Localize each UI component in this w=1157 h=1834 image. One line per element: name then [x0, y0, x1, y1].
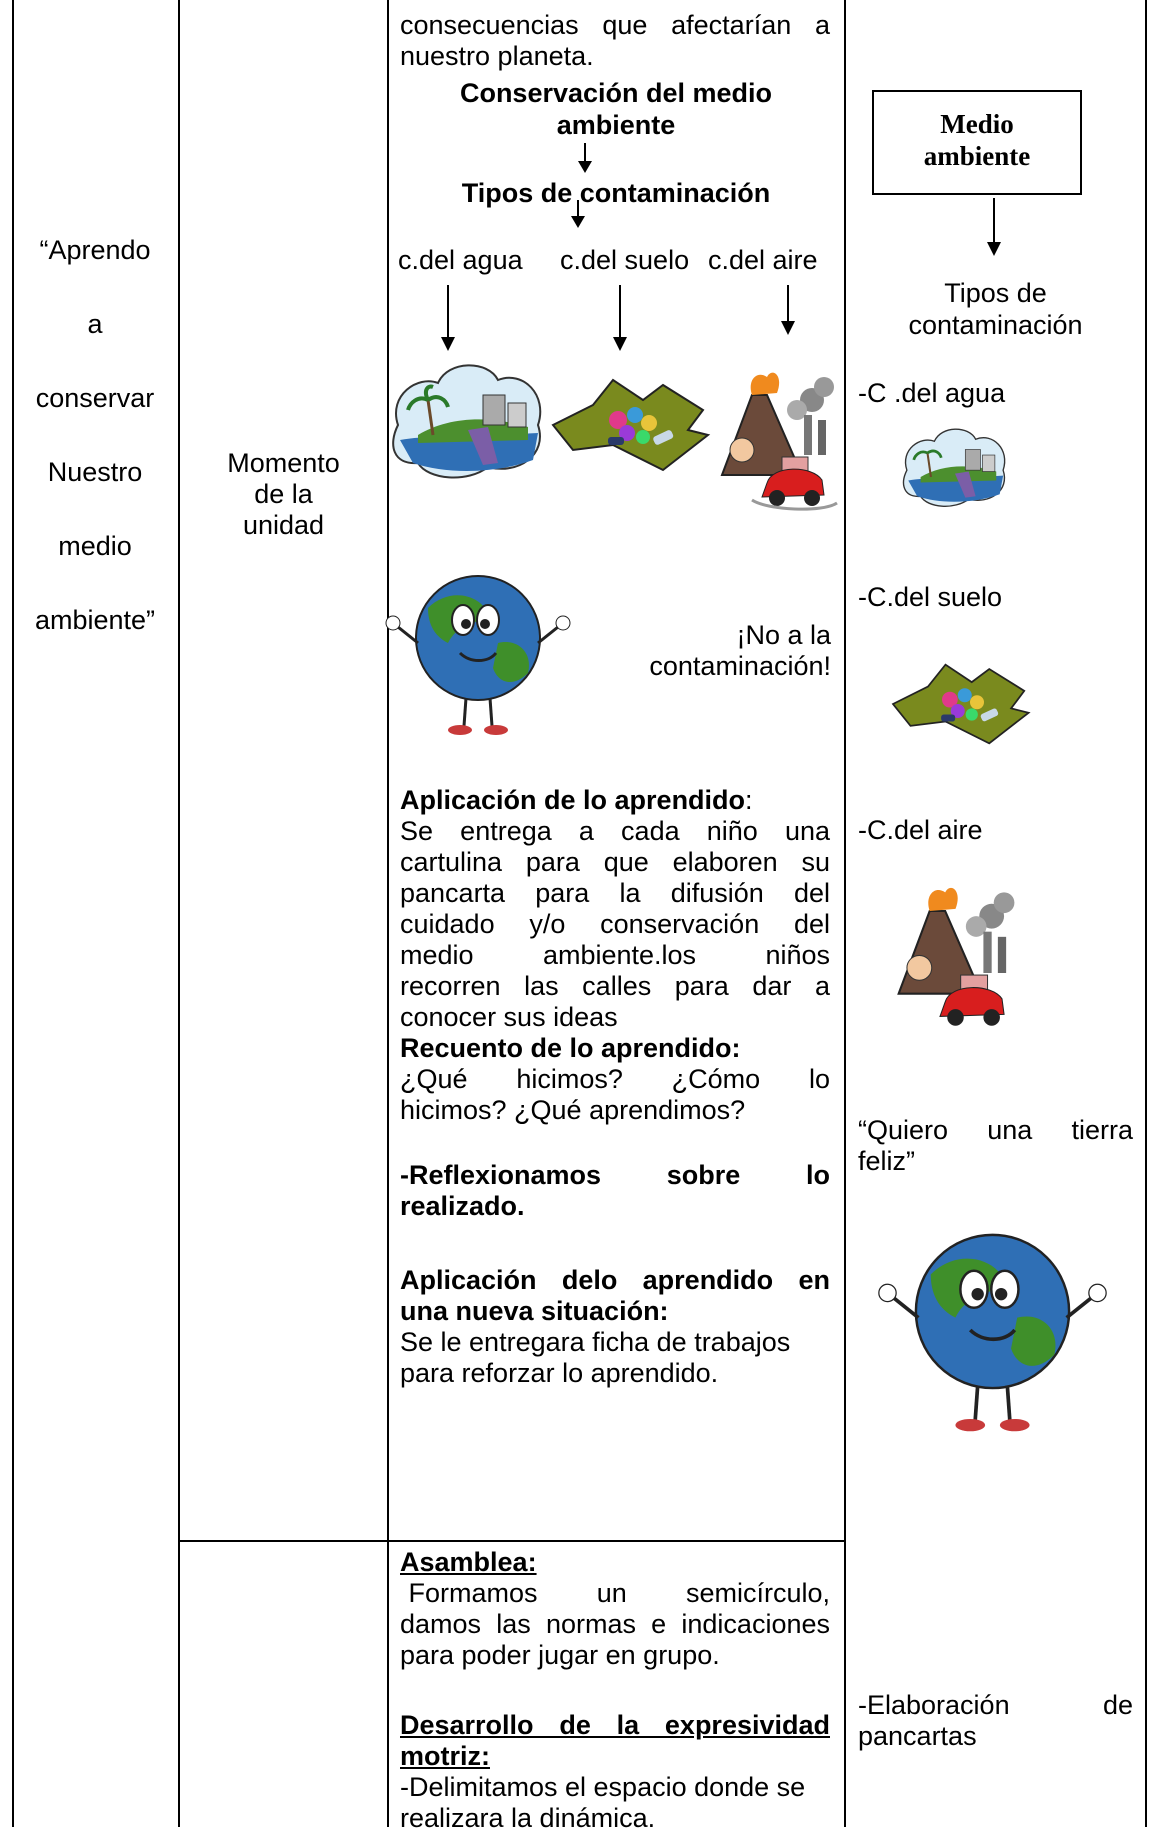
aplicacion-title: Aplicación de lo aprendido — [400, 785, 746, 815]
c-suelo-label: c.del suelo — [560, 245, 690, 275]
desarrollo-heading: Desarrollo de la expresividad — [400, 1710, 830, 1740]
unit-title-line: conservar — [35, 383, 155, 413]
desarrollo-heading: motriz: — [400, 1741, 490, 1771]
no-contaminacion-text: ¡No a la — [736, 620, 831, 650]
tipos-heading: Tipos de contaminación — [461, 178, 771, 208]
quiero-text: “Quiero una tierra — [858, 1115, 1133, 1145]
aplicacion-colon: : — [745, 785, 753, 815]
tipos-contaminacion-label: Tipos de — [944, 278, 1047, 308]
unit-title-line: Nuestro — [47, 457, 143, 487]
nueva-situacion-text: Se le entregara ficha de trabajos — [400, 1327, 791, 1357]
aplicacion-line: recorren las calles para dar a — [400, 971, 830, 1001]
box-title-line: Medio — [940, 109, 1014, 139]
c-agua-item: -C .del agua — [858, 378, 1006, 408]
c-aire-item: -C.del aire — [858, 815, 983, 845]
happy-earth-image — [878, 1233, 1107, 1432]
air-pollution-image — [897, 887, 1015, 1026]
aplicacion-line: cartulina para que elaboren su — [400, 847, 830, 877]
quiero-text: feliz” — [858, 1146, 916, 1176]
nueva-situacion-heading: una nueva situación: — [400, 1296, 669, 1326]
unit-title-line: ambiente” — [34, 605, 156, 635]
column-divider-2 — [387, 0, 389, 1827]
moment-label-line: unidad — [242, 510, 325, 540]
soil-pollution-image — [891, 663, 1031, 745]
soil-pollution-image — [551, 378, 711, 472]
asamblea-line: Formamos un semicírculo, — [400, 1578, 830, 1608]
arrow-down-icon — [781, 285, 795, 335]
tipos-contaminacion-label: contaminación — [908, 310, 1083, 340]
elaboracion-text: -Elaboración de — [858, 1690, 1133, 1720]
asamblea-line: damos las normas e indicaciones — [400, 1609, 830, 1639]
recuento-line: ¿Qué hicimos? ¿Cómo lo — [400, 1064, 830, 1094]
desarrollo-text: -Delimitamos el espacio donde se — [400, 1772, 806, 1802]
medio-ambiente-box: Medio ambiente — [872, 90, 1082, 195]
aplicacion-line: conocer sus ideas — [400, 1002, 618, 1032]
c-suelo-item: -C.del suelo — [858, 582, 1003, 612]
arrow-down-icon — [441, 285, 455, 351]
reflexionamos-line: -Reflexionamos sobre lo — [400, 1160, 830, 1190]
arrow-down-icon — [613, 285, 627, 351]
aplicacion-line: medio ambiente.los niños — [400, 940, 830, 970]
aplicacion-heading: Aplicación de lo aprendido: — [400, 785, 753, 816]
happy-earth-image — [385, 575, 571, 735]
intro-text-line: nuestro planeta. — [400, 41, 594, 71]
recuento-line: hicimos? ¿Qué aprendimos? — [400, 1095, 746, 1125]
nueva-situacion-text: para reforzar lo aprendido. — [400, 1358, 719, 1388]
table-border-left — [12, 0, 14, 1827]
c-agua-label: c.del agua — [398, 245, 523, 275]
table-border-right — [1145, 0, 1147, 1827]
aplicacion-line: cuidado y/o conservación del — [400, 909, 830, 939]
unit-title-line: “Aprendo — [39, 235, 151, 265]
aplicacion-line: pancarta para la difusión del — [400, 878, 830, 908]
water-pollution-image — [392, 364, 542, 479]
moment-label: Momento de la unidad — [180, 448, 387, 541]
recuento-heading: Recuento de lo aprendido: — [400, 1033, 741, 1063]
arrow-down-icon — [578, 143, 592, 173]
c-aire-label: c.del aire — [708, 245, 818, 275]
column-divider-1 — [178, 0, 180, 1827]
row-divider — [178, 1540, 846, 1542]
arrow-down-icon — [987, 198, 1001, 256]
arrow-down-icon — [571, 200, 585, 228]
aplicacion-line: Se entrega a cada niño una — [400, 816, 830, 846]
unit-title-line: a — [87, 309, 103, 339]
unit-title: “Aprendo a conservar Nuestro medio ambie… — [12, 230, 178, 674]
reflexionamos-line: realizado. — [400, 1191, 525, 1221]
moment-label-line: de la — [254, 479, 313, 509]
unit-title-line: medio — [58, 531, 132, 561]
asamblea-line: para poder jugar en grupo. — [400, 1640, 720, 1670]
desarrollo-text: realizara la dinámica. — [400, 1803, 656, 1833]
no-contaminacion-text: contaminación! — [649, 651, 831, 681]
water-pollution-image — [902, 428, 1006, 507]
asamblea-heading: Asamblea: — [400, 1547, 537, 1577]
conservacion-heading: ambiente — [556, 110, 676, 140]
moment-label-line: Momento — [227, 448, 340, 478]
intro-text-line: consecuencias que afectarían a — [400, 10, 830, 40]
box-title-line: ambiente — [923, 141, 1031, 171]
air-pollution-image — [720, 372, 838, 511]
column-divider-3 — [844, 0, 846, 1827]
conservacion-heading: Conservación del medio — [459, 78, 773, 108]
nueva-situacion-heading: Aplicación delo aprendido en — [400, 1265, 830, 1295]
elaboracion-text: pancartas — [858, 1721, 977, 1751]
